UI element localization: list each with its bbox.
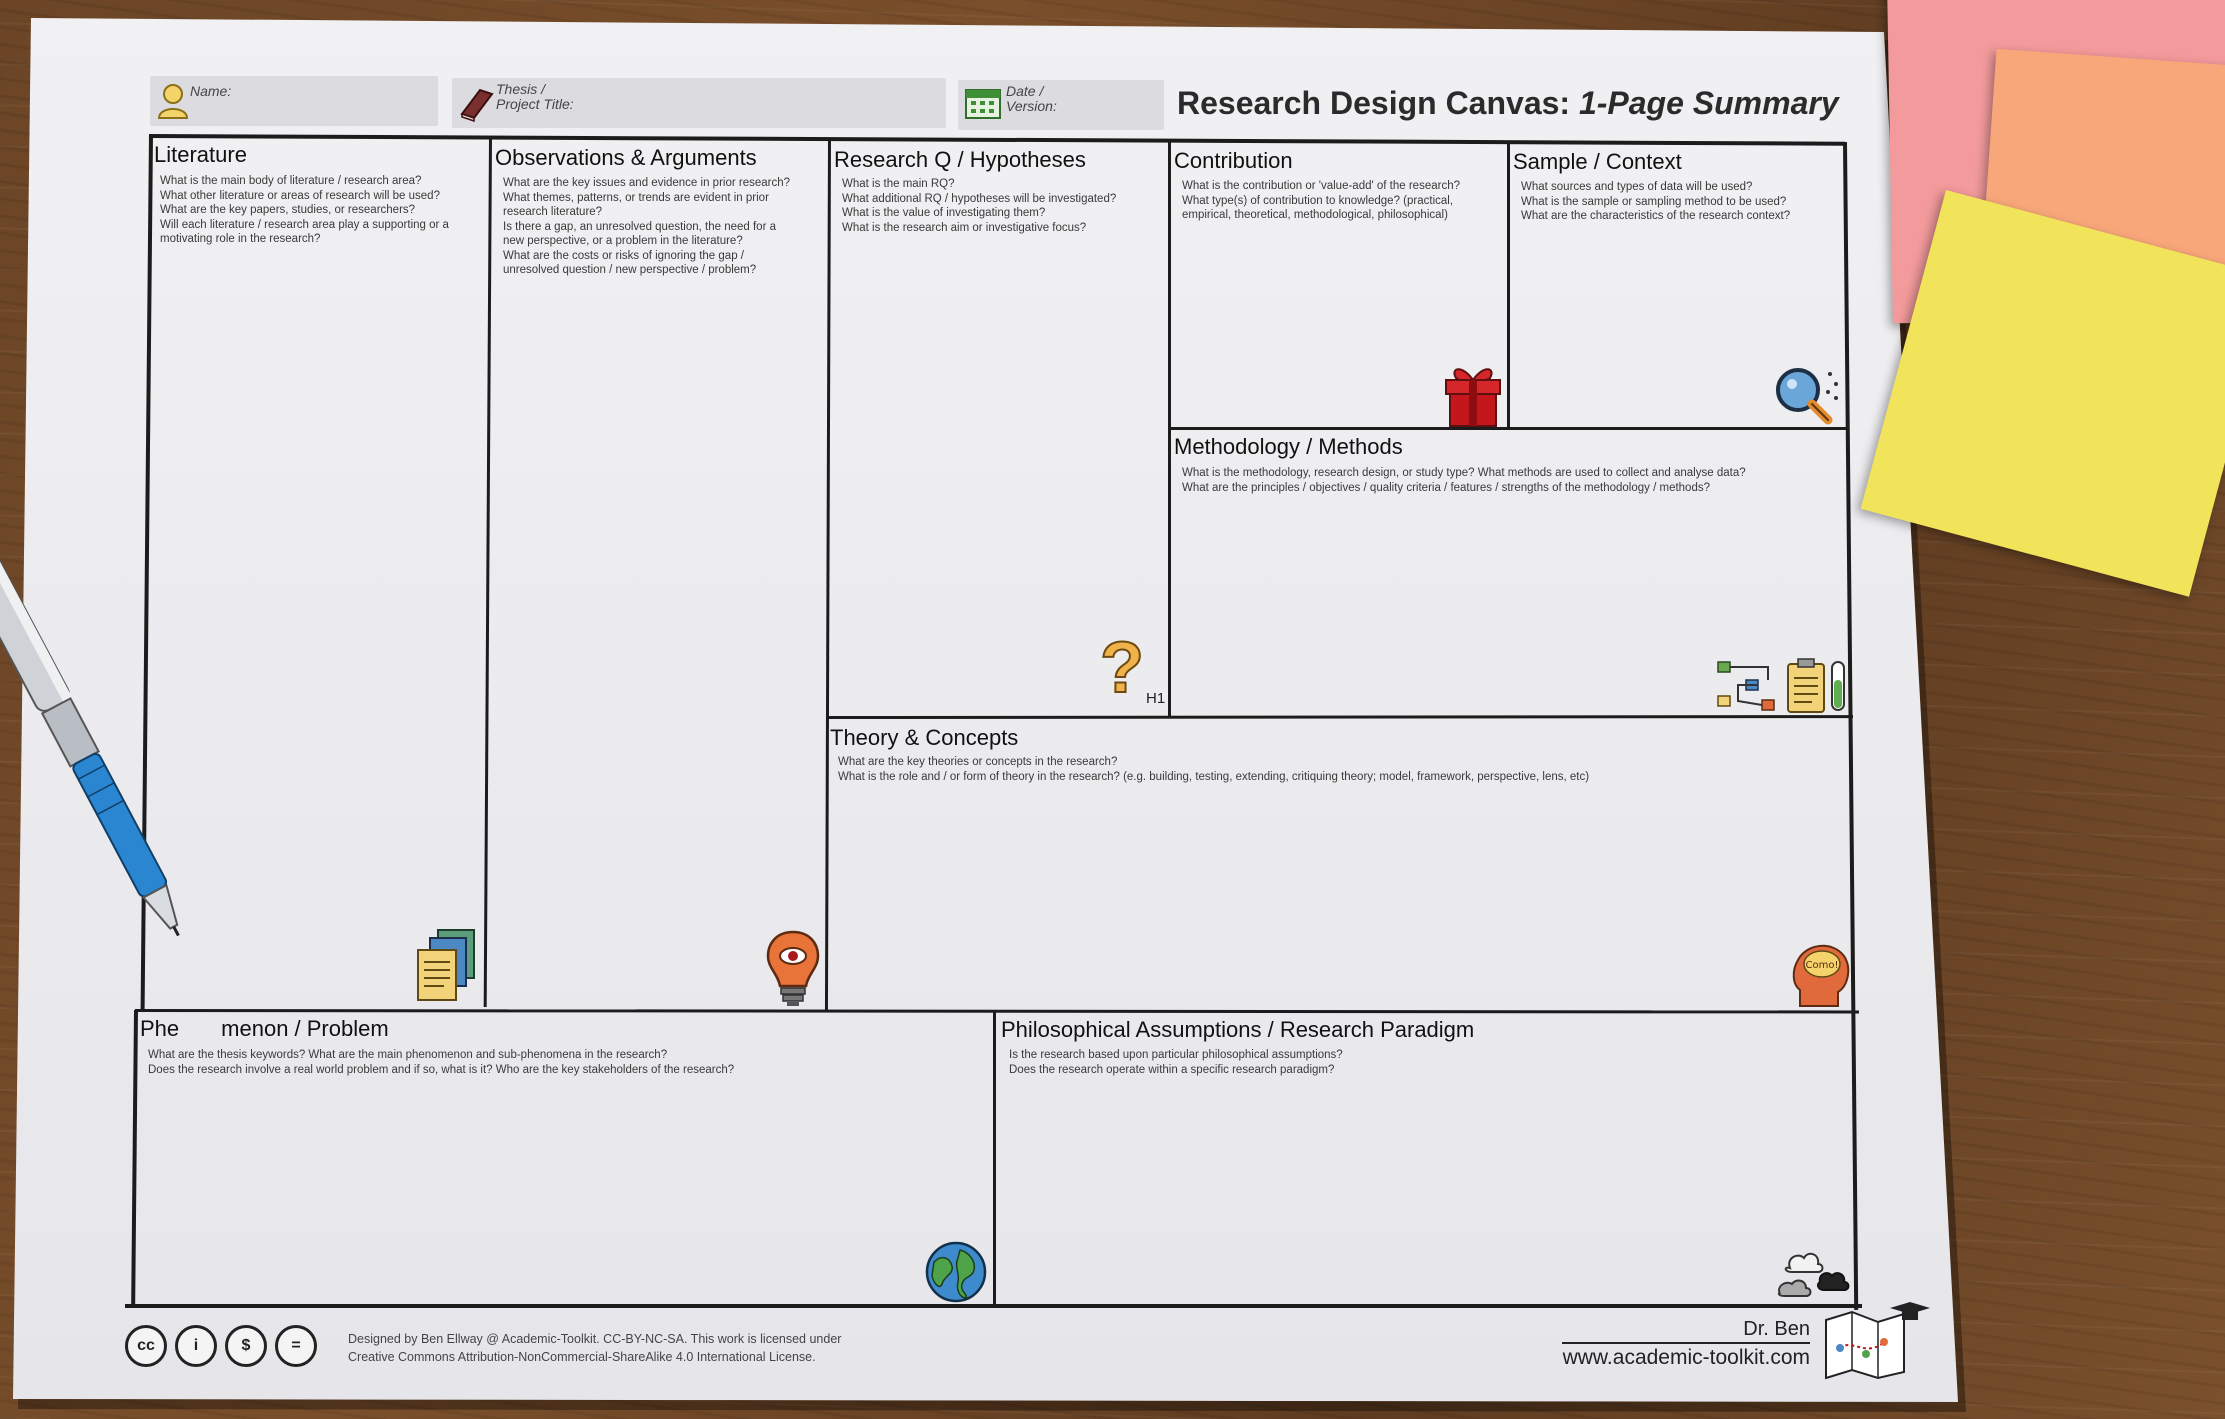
- methodology-title: Methodology / Methods: [1174, 434, 1403, 460]
- canvas-title-italic: 1-Page Summary: [1579, 85, 1839, 121]
- canvas-title-main: Research Design Canvas:: [1177, 85, 1579, 121]
- observations-title: Observations & Arguments: [495, 145, 757, 171]
- observations-q1: What are the key issues and evidence in …: [503, 176, 790, 191]
- date-field: Date / Version:: [958, 80, 1164, 130]
- license-text: Designed by Ben Ellway @ Academic-Toolki…: [348, 1330, 841, 1366]
- clouds-icon: [1774, 1246, 1854, 1302]
- observations-q6: What are the costs or risks of ignoring …: [503, 249, 790, 264]
- phenomenon-title-start: Phe: [140, 1016, 179, 1041]
- observations-q7: unresolved question / new perspective / …: [503, 263, 790, 278]
- contribution-title: Contribution: [1174, 148, 1293, 174]
- cc-license-badges: cc i $ =: [125, 1325, 317, 1367]
- methodology-q2: What are the principles / objectives / q…: [1182, 481, 1746, 496]
- methodology-questions: What is the methodology, research design…: [1182, 466, 1746, 495]
- thesis-label-line2: Project Title:: [496, 97, 574, 112]
- license-line2: Creative Commons Attribution-NonCommerci…: [348, 1348, 841, 1366]
- research-q-title: Research Q / Hypotheses: [834, 147, 1086, 173]
- observations-q2: What themes, patterns, or trends are evi…: [503, 191, 790, 206]
- phenomenon-q1: What are the thesis keywords? What are t…: [148, 1048, 734, 1063]
- globe-icon: [924, 1240, 988, 1304]
- research-q-q1: What is the main RQ?: [842, 177, 1116, 192]
- literature-q1: What is the main body of literature / re…: [160, 174, 449, 189]
- sample-title: Sample / Context: [1513, 149, 1682, 175]
- website-url: www.academic-toolkit.com: [1540, 1346, 1810, 1370]
- h1-label: H1: [1146, 690, 1165, 707]
- research-q-q4: What is the research aim or investigativ…: [842, 221, 1116, 236]
- phenomenon-title: Phe menon / Problem: [140, 1016, 389, 1042]
- theory-q1: What are the key theories or concepts in…: [838, 755, 1589, 770]
- research-q-q3: What is the value of investigating them?: [842, 206, 1116, 221]
- philosophical-q2: Does the research operate within a speci…: [1009, 1063, 1343, 1078]
- phenomenon-q2: Does the research involve a real world p…: [148, 1063, 734, 1078]
- philosophical-q1: Is the research based upon particular ph…: [1009, 1048, 1343, 1063]
- literature-q4: Will each literature / research area pla…: [160, 218, 449, 233]
- cc-icon: cc: [125, 1325, 167, 1367]
- date-label-line2: Version:: [1006, 99, 1057, 114]
- sharealike-icon: =: [275, 1325, 317, 1367]
- philosophical-questions: Is the research based upon particular ph…: [1009, 1048, 1343, 1077]
- date-label-line1: Date /: [1006, 84, 1043, 99]
- documents-icon: [414, 928, 480, 1004]
- sample-q1: What sources and types of data will be u…: [1521, 180, 1790, 195]
- book-icon: [458, 84, 496, 122]
- literature-questions: What is the main body of literature / re…: [160, 174, 449, 247]
- noncommercial-icon: $: [225, 1325, 267, 1367]
- theory-questions: What are the key theories or concepts in…: [838, 755, 1589, 784]
- observations-q5: new perspective, or a problem in the lit…: [503, 234, 790, 249]
- literature-q5: motivating role in the research?: [160, 232, 449, 247]
- magnifier-icon: [1770, 364, 1842, 428]
- name-label: Name:: [190, 84, 231, 99]
- map-logo-icon: [1822, 1298, 1932, 1380]
- contribution-questions: What is the contribution or 'value-add' …: [1182, 179, 1460, 223]
- canvas-title: Research Design Canvas: 1-Page Summary: [1177, 85, 1839, 122]
- thesis-label-line1: Thesis /: [496, 82, 545, 97]
- theory-title: Theory & Concepts: [830, 725, 1018, 751]
- sample-q2: What is the sample or sampling method to…: [1521, 195, 1790, 210]
- literature-title: Literature: [154, 142, 247, 168]
- observations-questions: What are the key issues and evidence in …: [503, 176, 790, 278]
- literature-q2: What other literature or areas of resear…: [160, 189, 449, 204]
- head-brain-icon: Como!: [1790, 940, 1852, 1008]
- thesis-field: Thesis / Project Title:: [452, 78, 946, 128]
- gift-icon: [1440, 362, 1506, 428]
- attribution-icon: i: [175, 1325, 217, 1367]
- contribution-q1: What is the contribution or 'value-add' …: [1182, 179, 1460, 194]
- research-q-q2: What additional RQ / hypotheses will be …: [842, 192, 1116, 207]
- theory-q2: What is the role and / or form of theory…: [838, 770, 1589, 785]
- phenomenon-title-end: menon / Problem: [221, 1016, 389, 1041]
- contribution-q2: What type(s) of contribution to knowledg…: [1182, 194, 1460, 209]
- question-mark-icon: ?: [1100, 632, 1144, 704]
- sample-q3: What are the characteristics of the rese…: [1521, 209, 1790, 224]
- observations-q4: Is there a gap, an unresolved question, …: [503, 220, 790, 235]
- observations-q3: research literature?: [503, 205, 790, 220]
- license-line1: Designed by Ben Ellway @ Academic-Toolki…: [348, 1330, 841, 1348]
- lightbulb-eye-icon: [764, 928, 822, 1008]
- name-field: Name:: [150, 76, 438, 126]
- phenomenon-questions: What are the thesis keywords? What are t…: [148, 1048, 734, 1077]
- person-icon: [156, 82, 190, 120]
- author-name: Dr. Ben: [1562, 1318, 1810, 1344]
- sample-questions: What sources and types of data will be u…: [1521, 180, 1790, 224]
- calendar-icon: [964, 86, 1002, 120]
- contribution-q3: empirical, theoretical, methodological, …: [1182, 208, 1460, 223]
- methodology-q1: What is the methodology, research design…: [1182, 466, 1746, 481]
- literature-q3: What are the key papers, studies, or res…: [160, 203, 449, 218]
- methods-tools-icon: [1716, 656, 1850, 714]
- philosophical-title: Philosophical Assumptions / Research Par…: [1001, 1017, 1474, 1043]
- research-q-questions: What is the main RQ? What additional RQ …: [842, 177, 1116, 235]
- brain-label: Como!: [1806, 960, 1839, 971]
